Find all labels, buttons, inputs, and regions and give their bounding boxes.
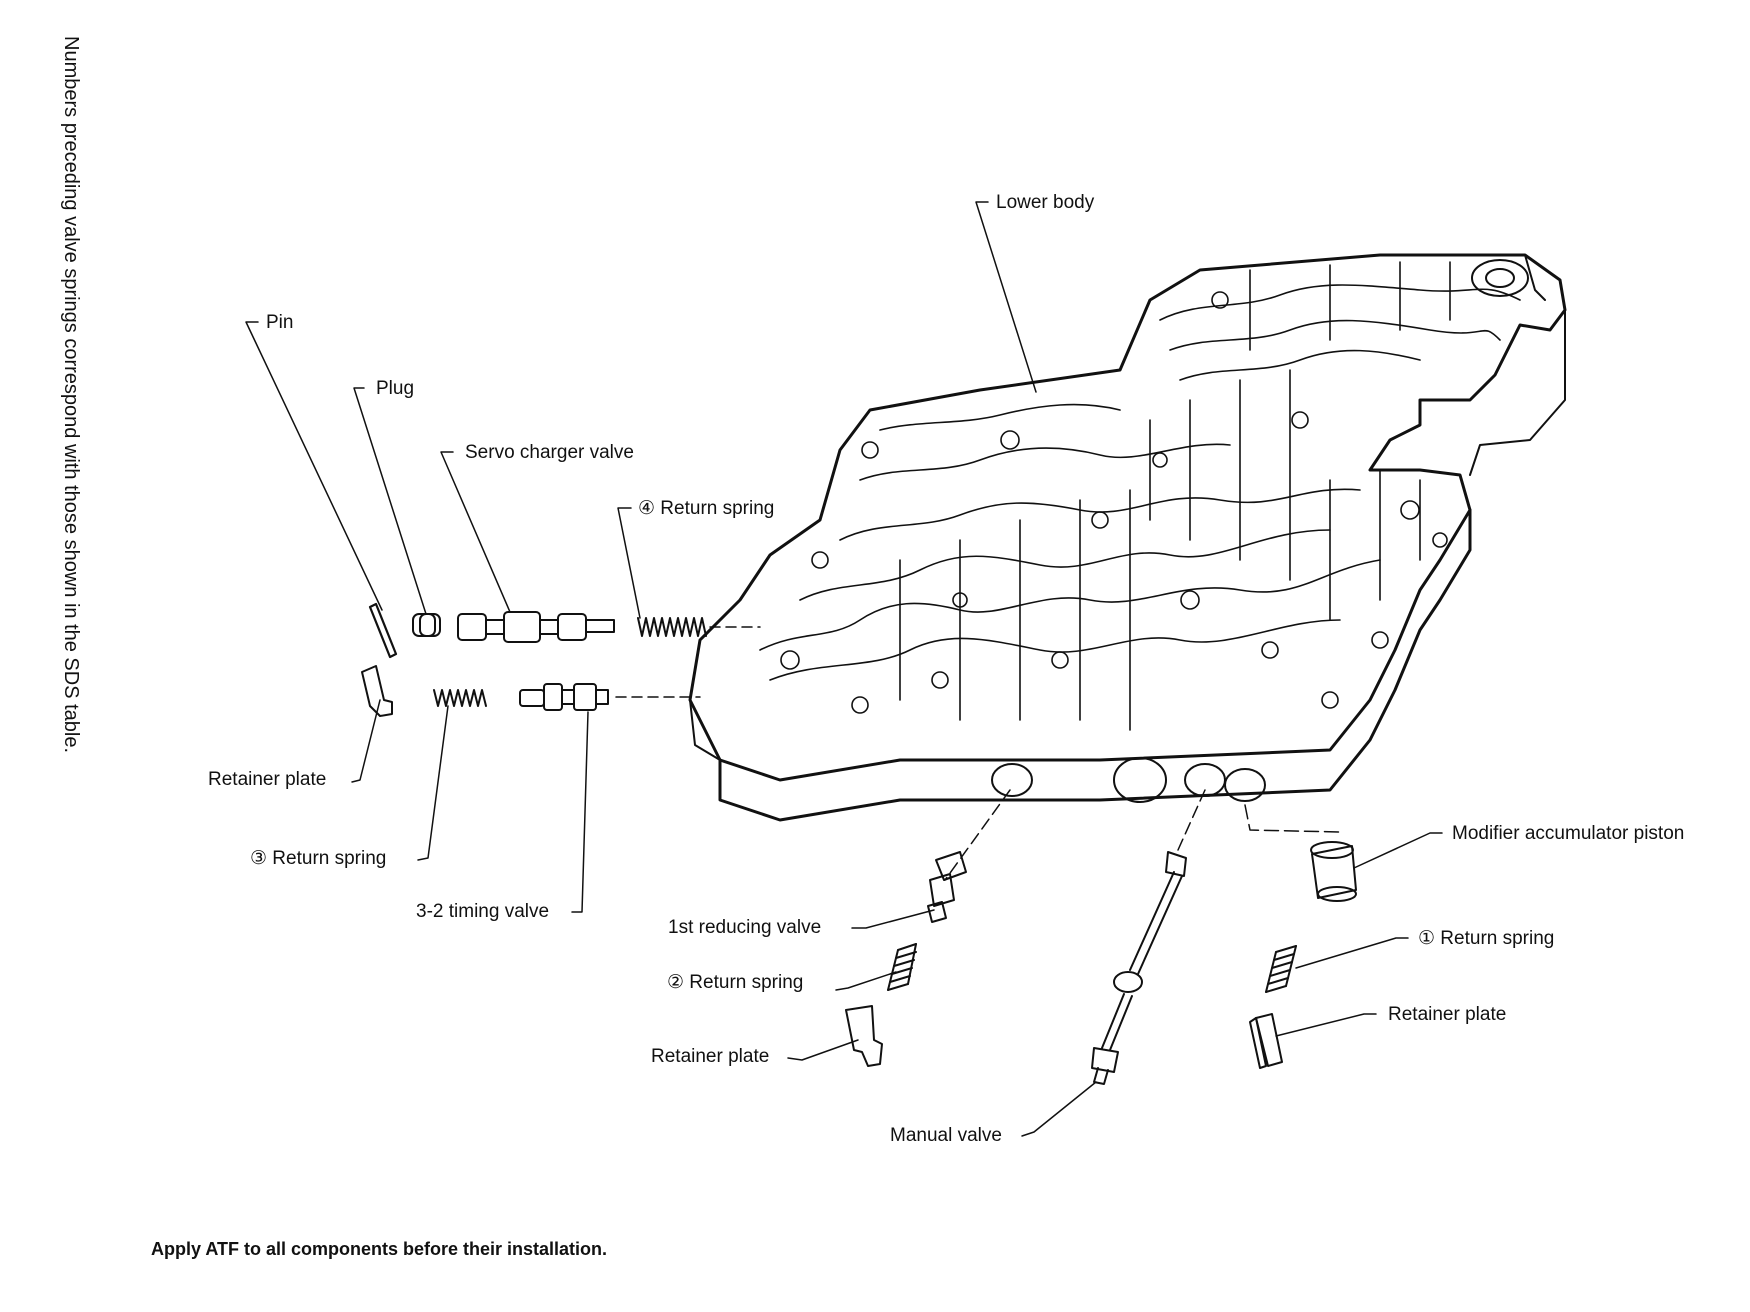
leader-lines	[245, 201, 1443, 1137]
first-reducing-valve-part	[927, 851, 967, 923]
label-plug: Plug	[376, 378, 415, 399]
lower-body-illustration	[688, 253, 1567, 822]
label-servo-charger-valve: Servo charger valve	[465, 442, 634, 463]
label-pin: Pin	[266, 312, 294, 333]
retainer-plate-right-part	[1249, 1013, 1283, 1069]
side-note: Numbers preceding valve springs correspo…	[60, 36, 82, 754]
footer-note: Apply ATF to all components before their…	[151, 1239, 608, 1259]
first-reducing-axis-line	[944, 789, 1011, 881]
label-1st-reducing-valve: 1st reducing valve	[668, 917, 822, 938]
plug-part	[412, 613, 441, 637]
return-spring-4-part	[637, 617, 707, 637]
label-modifier-accumulator-piston: Modifier accumulator piston	[1452, 823, 1685, 844]
label-lower-body: Lower body	[996, 192, 1095, 213]
manual-axis-line	[1177, 789, 1206, 851]
label-retainer-plate-left: Retainer plate	[208, 769, 327, 790]
return-spring-2-part	[887, 943, 917, 991]
label-manual-valve: Manual valve	[890, 1125, 1002, 1146]
modifier-accumulator-piston-part	[1310, 841, 1357, 902]
pin-part	[368, 602, 398, 659]
retainer-plate-left-part	[361, 665, 393, 717]
label-return-spring-4: ④ Return spring	[638, 498, 775, 519]
label-retainer-plate-bottom: Retainer plate	[651, 1046, 770, 1067]
label-return-spring-1: ① Return spring	[1418, 928, 1555, 949]
label-return-spring-2: ② Return spring	[667, 972, 804, 993]
manual-valve-part	[1091, 851, 1187, 1085]
label-3-2-timing-valve: 3-2 timing valve	[416, 901, 550, 922]
servo-charger-valve-part	[457, 611, 615, 643]
modifier-axis-line	[1244, 804, 1341, 833]
return-spring-1-part	[1265, 945, 1297, 993]
return-spring-3-part	[433, 689, 487, 707]
retainer-plate-bottom-part	[845, 1005, 883, 1067]
label-retainer-plate-right: Retainer plate	[1388, 1004, 1507, 1025]
label-return-spring-3: ③ Return spring	[250, 848, 387, 869]
timing-valve-3-2-part	[519, 683, 609, 711]
